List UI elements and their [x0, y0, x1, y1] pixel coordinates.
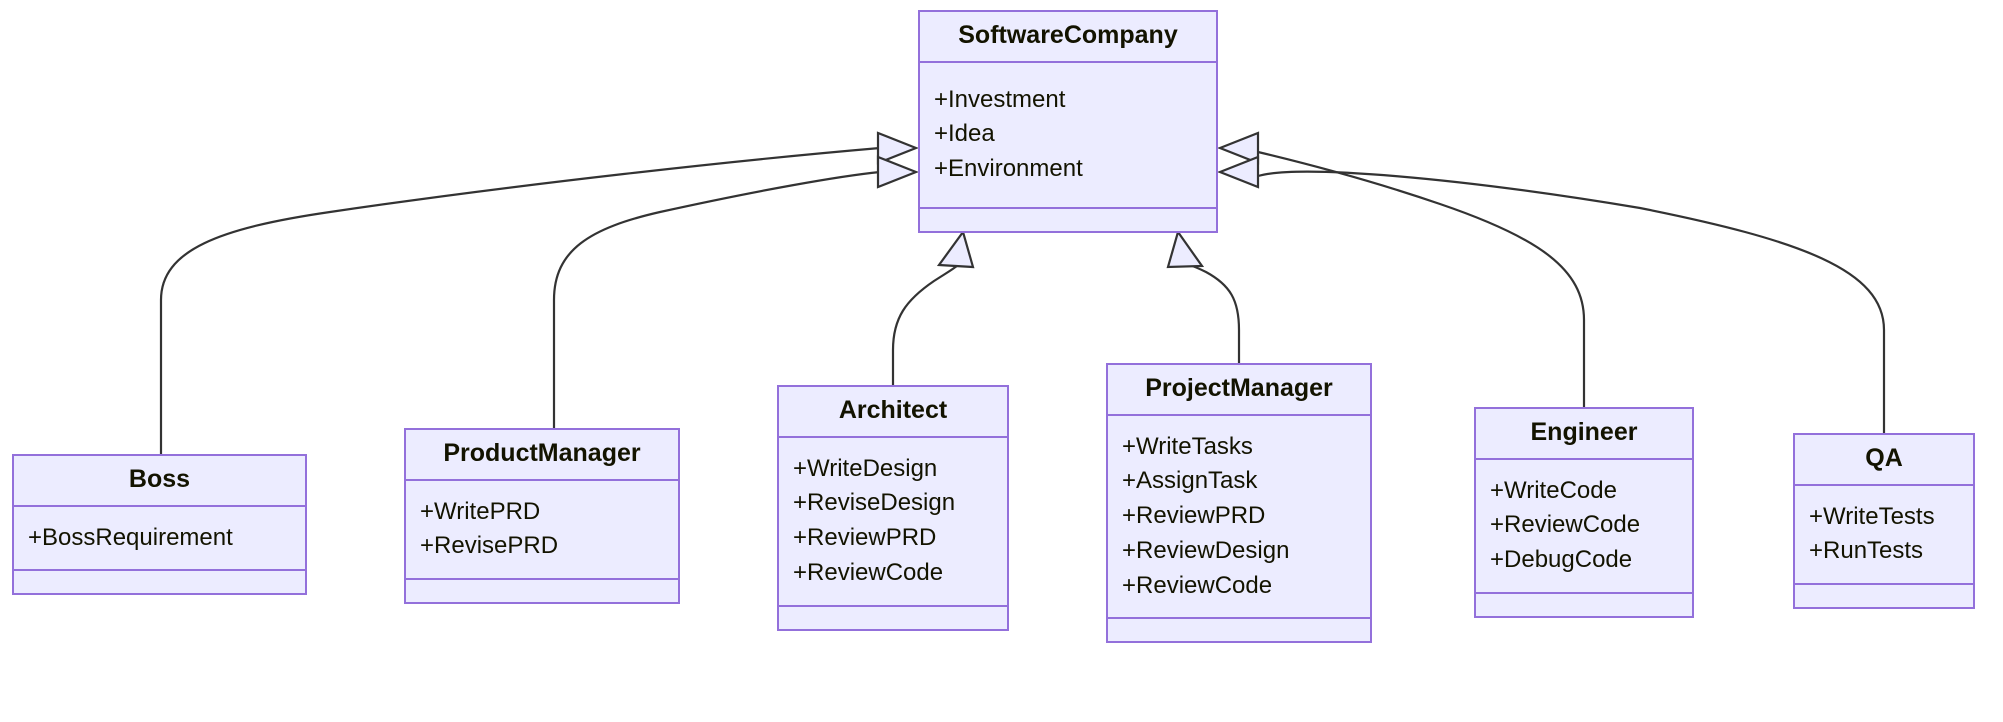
class-attributes-architect: +WriteDesign +ReviseDesign +ReviewPRD +R… [779, 438, 1007, 605]
class-title-softwarecompany: SoftwareCompany [958, 21, 1178, 49]
attribute-row: +RevisePRD [420, 532, 559, 560]
class-attributes-projectmanager: +WriteTasks +AssignTask +ReviewPRD +Revi… [1108, 416, 1370, 618]
class-methods-boss [14, 571, 305, 593]
attribute-row: +ReviseDesign [793, 489, 956, 517]
attribute-row: +ReviewCode [1122, 571, 1273, 599]
class-node-projectmanager[interactable]: ProjectManager +WriteTasks +AssignTask +… [1106, 363, 1372, 644]
class-node-boss[interactable]: Boss +BossRequirement [12, 454, 307, 596]
attribute-row: +WritePRD [420, 497, 541, 525]
attribute-row: +WriteTasks [1122, 432, 1253, 460]
class-node-engineer[interactable]: Engineer +WriteCode +ReviewCode +DebugCo… [1474, 407, 1694, 618]
class-methods-qa [1795, 585, 1973, 607]
attribute-row: +WriteCode [1490, 476, 1617, 504]
class-methods-productmanager [406, 580, 678, 602]
class-node-softwarecompany[interactable]: SoftwareCompany +Investment +Idea +Envir… [918, 10, 1218, 233]
class-attributes-productmanager: +WritePRD +RevisePRD [406, 481, 678, 579]
class-attributes-qa: +WriteTests +RunTests [1795, 486, 1973, 584]
edge-architect-to-softwarecompany [891, 229, 975, 385]
class-attributes-engineer: +WriteCode +ReviewCode +DebugCode [1476, 460, 1692, 592]
attribute-row: +BossRequirement [28, 523, 233, 551]
compartment-divider [1476, 591, 1692, 594]
class-node-productmanager[interactable]: ProductManager +WritePRD +RevisePRD [404, 428, 680, 605]
class-title-engineer: Engineer [1530, 418, 1638, 446]
edge-projectmanager-to-softwarecompany [1166, 229, 1241, 363]
class-attributes-boss: +BossRequirement [14, 507, 305, 570]
attribute-row: +DebugCode [1490, 546, 1633, 574]
class-methods-projectmanager [1108, 619, 1370, 641]
class-title-boss: Boss [128, 465, 191, 493]
class-methods-softwarecompany [920, 209, 1216, 231]
compartment-divider [1108, 617, 1370, 620]
attribute-row: +RunTests [1809, 537, 1924, 565]
class-title-productmanager: ProductManager [443, 439, 641, 467]
compartment-divider [14, 504, 305, 507]
compartment-divider [1476, 457, 1692, 460]
class-title-projectmanager: ProjectManager [1145, 374, 1333, 402]
class-methods-architect [779, 607, 1007, 629]
compartment-divider [779, 604, 1007, 607]
class-methods-engineer [1476, 594, 1692, 616]
attribute-row: +Idea [934, 120, 995, 148]
attribute-row: +Environment [934, 155, 1083, 183]
attribute-row: +ReviewDesign [1122, 536, 1290, 564]
compartment-divider [1795, 483, 1973, 486]
compartment-divider [406, 478, 678, 481]
attribute-row: +ReviewPRD [1122, 502, 1266, 530]
attribute-row: +ReviewPRD [793, 524, 937, 552]
compartment-divider [1108, 413, 1370, 416]
class-node-qa[interactable]: QA +WriteTests +RunTests [1793, 433, 1975, 610]
class-title-architect: Architect [838, 396, 948, 424]
class-node-architect[interactable]: Architect +WriteDesign +ReviseDesign +Re… [777, 385, 1009, 631]
compartment-divider [1795, 583, 1973, 586]
compartment-divider [14, 569, 305, 572]
attribute-row: +AssignTask [1122, 467, 1258, 495]
attribute-row: +Investment [934, 85, 1066, 113]
class-attributes-softwarecompany: +Investment +Idea +Environment [920, 63, 1216, 207]
compartment-divider [406, 578, 678, 581]
attribute-row: +WriteTests [1809, 502, 1935, 530]
compartment-divider [779, 435, 1007, 438]
attribute-row: +WriteDesign [793, 454, 938, 482]
compartment-divider [920, 206, 1216, 209]
attribute-row: +ReviewCode [1490, 511, 1641, 539]
compartment-divider [920, 60, 1216, 63]
attribute-row: +ReviewCode [793, 558, 944, 586]
class-title-qa: QA [1865, 444, 1903, 472]
